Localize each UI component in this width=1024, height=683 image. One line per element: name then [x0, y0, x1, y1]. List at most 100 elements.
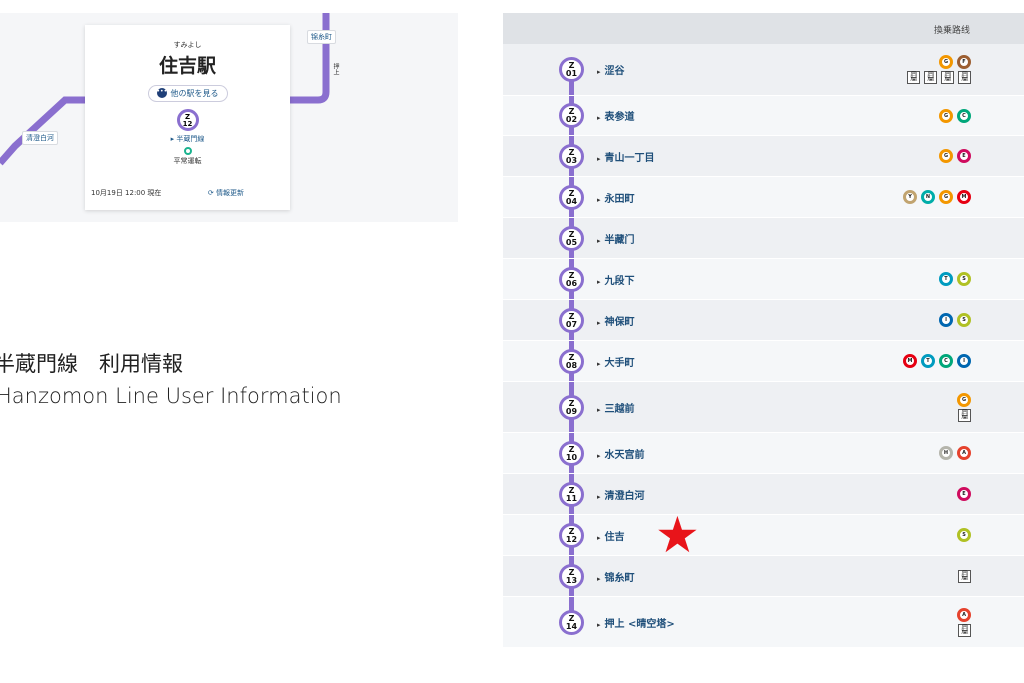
jr-train-icon[interactable]: 🚆︎: [941, 71, 954, 84]
title-en: Hanzomon Line User Information: [0, 384, 342, 408]
line-G-icon[interactable]: G: [957, 392, 971, 407]
line-S-icon[interactable]: S: [957, 272, 971, 286]
star-marker: ★: [655, 506, 700, 564]
line-C-icon[interactable]: C: [939, 354, 953, 368]
table-row: Z12 住吉 S: [503, 515, 1024, 556]
info-caption: 半蔵門線 利用情報 Hanzomon Line User Information: [0, 348, 342, 412]
line-F-icon[interactable]: F: [957, 55, 971, 69]
other-stations-button[interactable]: •••他の駅を見る: [147, 84, 228, 102]
line-H-icon[interactable]: H: [939, 446, 953, 460]
table-row: Z05 半藏门: [503, 218, 1024, 259]
station-link[interactable]: 神保町: [597, 313, 635, 328]
table-row: Z13 锦糸町 🚆︎: [503, 556, 1024, 597]
station-link[interactable]: 涩谷: [597, 62, 625, 77]
line-status: 平常運転: [173, 156, 202, 165]
station-link[interactable]: 锦糸町: [597, 569, 635, 584]
station-link[interactable]: 永田町: [597, 190, 635, 205]
station-link[interactable]: 水天宫前: [597, 446, 645, 461]
line-I-icon[interactable]: I: [957, 354, 971, 368]
line-path: [0, 13, 330, 166]
line-G-icon[interactable]: G: [939, 108, 953, 123]
line-I-icon[interactable]: I: [939, 313, 953, 327]
table-row: Z03 青山一丁目 GE: [503, 136, 1024, 177]
line-G-icon[interactable]: G: [939, 149, 953, 163]
station-name: 住吉駅: [158, 55, 216, 77]
table-row: Z09 三越前 G🚆︎: [503, 382, 1024, 433]
line-M-icon[interactable]: M: [957, 190, 971, 204]
line-A-icon[interactable]: A: [957, 446, 971, 460]
map-label-west[interactable]: 清澄白河: [22, 131, 58, 145]
line-S-icon[interactable]: S: [957, 313, 971, 327]
station-link[interactable]: 青山一丁目: [597, 149, 655, 164]
jr-train-icon[interactable]: 🚆︎: [958, 71, 971, 84]
line-C-icon[interactable]: C: [957, 108, 971, 123]
table-row: Z01涩谷GF🚆︎🚆︎🚆︎🚆︎: [503, 44, 1024, 96]
map-label-vertical: 押上: [332, 63, 339, 75]
station-link[interactable]: 九段下: [597, 272, 635, 287]
line-E-icon[interactable]: E: [957, 487, 971, 501]
station-link[interactable]: 表参道: [597, 108, 635, 123]
line-Y-icon[interactable]: Y: [903, 190, 917, 204]
transfer-lines: G🚆︎: [957, 392, 971, 422]
station-link[interactable]: 住吉: [597, 528, 625, 543]
line-A-icon[interactable]: A: [957, 607, 971, 622]
jr-train-icon[interactable]: 🚆︎: [958, 569, 971, 583]
station-link[interactable]: 三越前: [597, 400, 635, 415]
line-segment: [569, 69, 574, 95]
jr-train-icon[interactable]: 🚆︎: [958, 623, 971, 637]
line-name-link[interactable]: ▸ 半蔵門線: [170, 134, 205, 143]
line-E-icon[interactable]: E: [957, 149, 971, 163]
map-label-east[interactable]: 锦糸町: [307, 30, 336, 44]
station-link[interactable]: 大手町: [597, 354, 635, 369]
transfer-lines: E: [957, 487, 971, 501]
other-stations-label: 他の駅を見る: [170, 88, 219, 98]
line-T-icon[interactable]: T: [921, 354, 935, 368]
jr-train-icon[interactable]: 🚆︎: [907, 71, 920, 84]
line-S-icon[interactable]: S: [957, 528, 971, 542]
table-row: Z07 神保町 IS: [503, 300, 1024, 341]
line-M-icon[interactable]: M: [903, 354, 917, 368]
refresh-button[interactable]: ⟳ 情報更新: [207, 189, 244, 197]
transfer-lines: 🚆︎: [958, 569, 971, 583]
station-table: 換乗路线 Z01涩谷GF🚆︎🚆︎🚆︎🚆︎Z02表参道GCZ03青山一丁目GEZ0…: [503, 13, 1024, 648]
table-row: Z14押上 <晴空塔>A🚆︎: [503, 597, 1024, 648]
station-link[interactable]: 押上 <晴空塔>: [597, 615, 675, 630]
line-T-icon[interactable]: T: [939, 272, 953, 286]
station-link[interactable]: 半藏门: [597, 231, 635, 246]
table-row: Z06九段下TS: [503, 259, 1024, 300]
line-G-icon[interactable]: G: [939, 190, 953, 204]
jr-train-icon[interactable]: 🚆︎: [958, 408, 971, 422]
line-G-icon[interactable]: G: [939, 55, 953, 69]
table-row: Z02 表参道 GC: [503, 96, 1024, 136]
transfer-lines: A🚆︎: [957, 607, 971, 637]
table-row: Z11 清澄白河 E: [503, 474, 1024, 515]
timestamp: 10月19日 12:00 現在: [91, 189, 162, 197]
title-ja: 半蔵門線 利用情報: [0, 352, 183, 376]
jr-train-icon[interactable]: 🚆︎: [924, 71, 937, 84]
line-N-icon[interactable]: N: [921, 190, 935, 204]
station-link[interactable]: 清澄白河: [597, 487, 645, 502]
